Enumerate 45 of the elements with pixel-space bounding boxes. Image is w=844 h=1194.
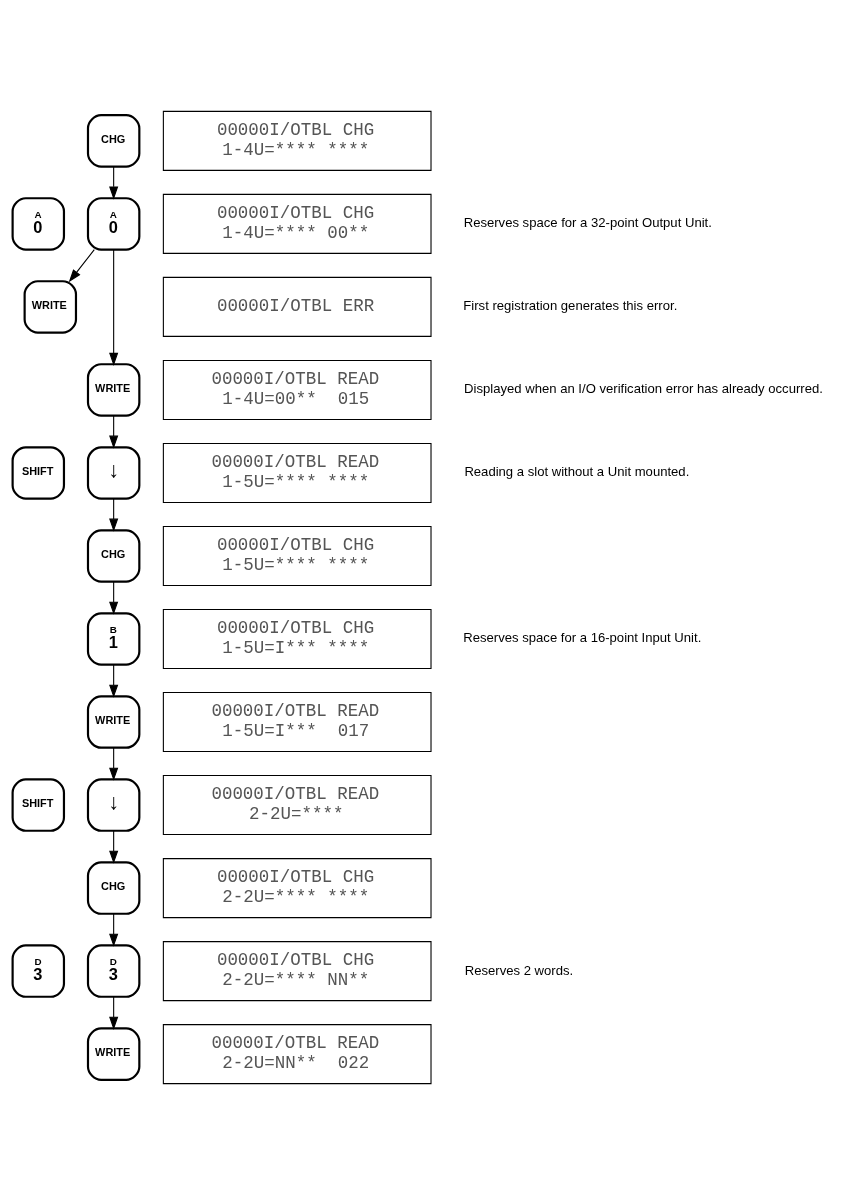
arrow (109, 995, 119, 1030)
arrow (109, 165, 119, 200)
node-box: 00000I/OTBL CHG 1-4U=**** 00** (162, 193, 432, 254)
node-box: 00000I/OTBL CHG 1-5U=I*** **** (162, 608, 432, 669)
node-box: 00000I/OTBL CHG 1-5U=**** **** (162, 525, 432, 586)
node-label: Displayed when an I/O verification error has already occurred. (464, 380, 823, 396)
arrow (109, 497, 119, 532)
node-box: WRITE (86, 1026, 141, 1081)
node-label: Reserves space for a 32-point Output Unit. (463, 214, 712, 230)
node-box: D 3 (86, 943, 141, 998)
node-box: 00000I/OTBL CHG 2-2U=**** **** (162, 857, 432, 918)
node-box: WRITE (86, 694, 141, 749)
node-box: 00000I/OTBL READ 1-5U=**** **** (162, 442, 432, 503)
node-box: WRITE (86, 362, 141, 417)
node-label: Reserves space for a 16-point Input Unit. (463, 629, 702, 645)
node-label: Reading a slot without a Unit mounted. (464, 463, 690, 479)
node-box: A 0 (11, 196, 66, 251)
arrow (109, 746, 119, 781)
node-box: 00000I/OTBL ERR (162, 276, 432, 337)
node-box: 00000I/OTBL CHG 2-2U=**** NN** (162, 940, 432, 1001)
node-box: SHIFT (11, 445, 66, 500)
node-box: ↓ (86, 777, 141, 832)
node-label: Reserves 2 words. (464, 962, 574, 977)
node-box: ↓ (86, 445, 141, 500)
node-label: First registration generates this error. (463, 297, 678, 313)
node-box: B 1 (86, 611, 141, 666)
node-box: CHG (86, 113, 141, 168)
arrow (109, 912, 119, 947)
node-box: SHIFT (11, 777, 66, 832)
node-box: 00000I/OTBL READ 2-2U=NN** 022 (162, 1023, 432, 1084)
arrow (109, 580, 119, 615)
arrow (68, 248, 95, 282)
node-box: D 3 (11, 943, 66, 998)
node-box: 00000I/OTBL READ 1-5U=I*** 017 (162, 691, 432, 752)
node-box: 00000I/OTBL READ 2-2U=**** (162, 774, 432, 835)
node-box: CHG (86, 528, 141, 583)
arrow (109, 248, 119, 366)
arrow (109, 663, 119, 698)
node-box: WRITE (23, 279, 78, 334)
node-box: CHG (86, 860, 141, 915)
node-box: 00000I/OTBL READ 1-4U=00** 015 (162, 359, 432, 420)
arrow (109, 829, 119, 864)
arrow (109, 414, 119, 449)
node-box: A 0 (86, 196, 141, 251)
node-box: 00000I/OTBL CHG 1-4U=**** **** (162, 110, 432, 171)
